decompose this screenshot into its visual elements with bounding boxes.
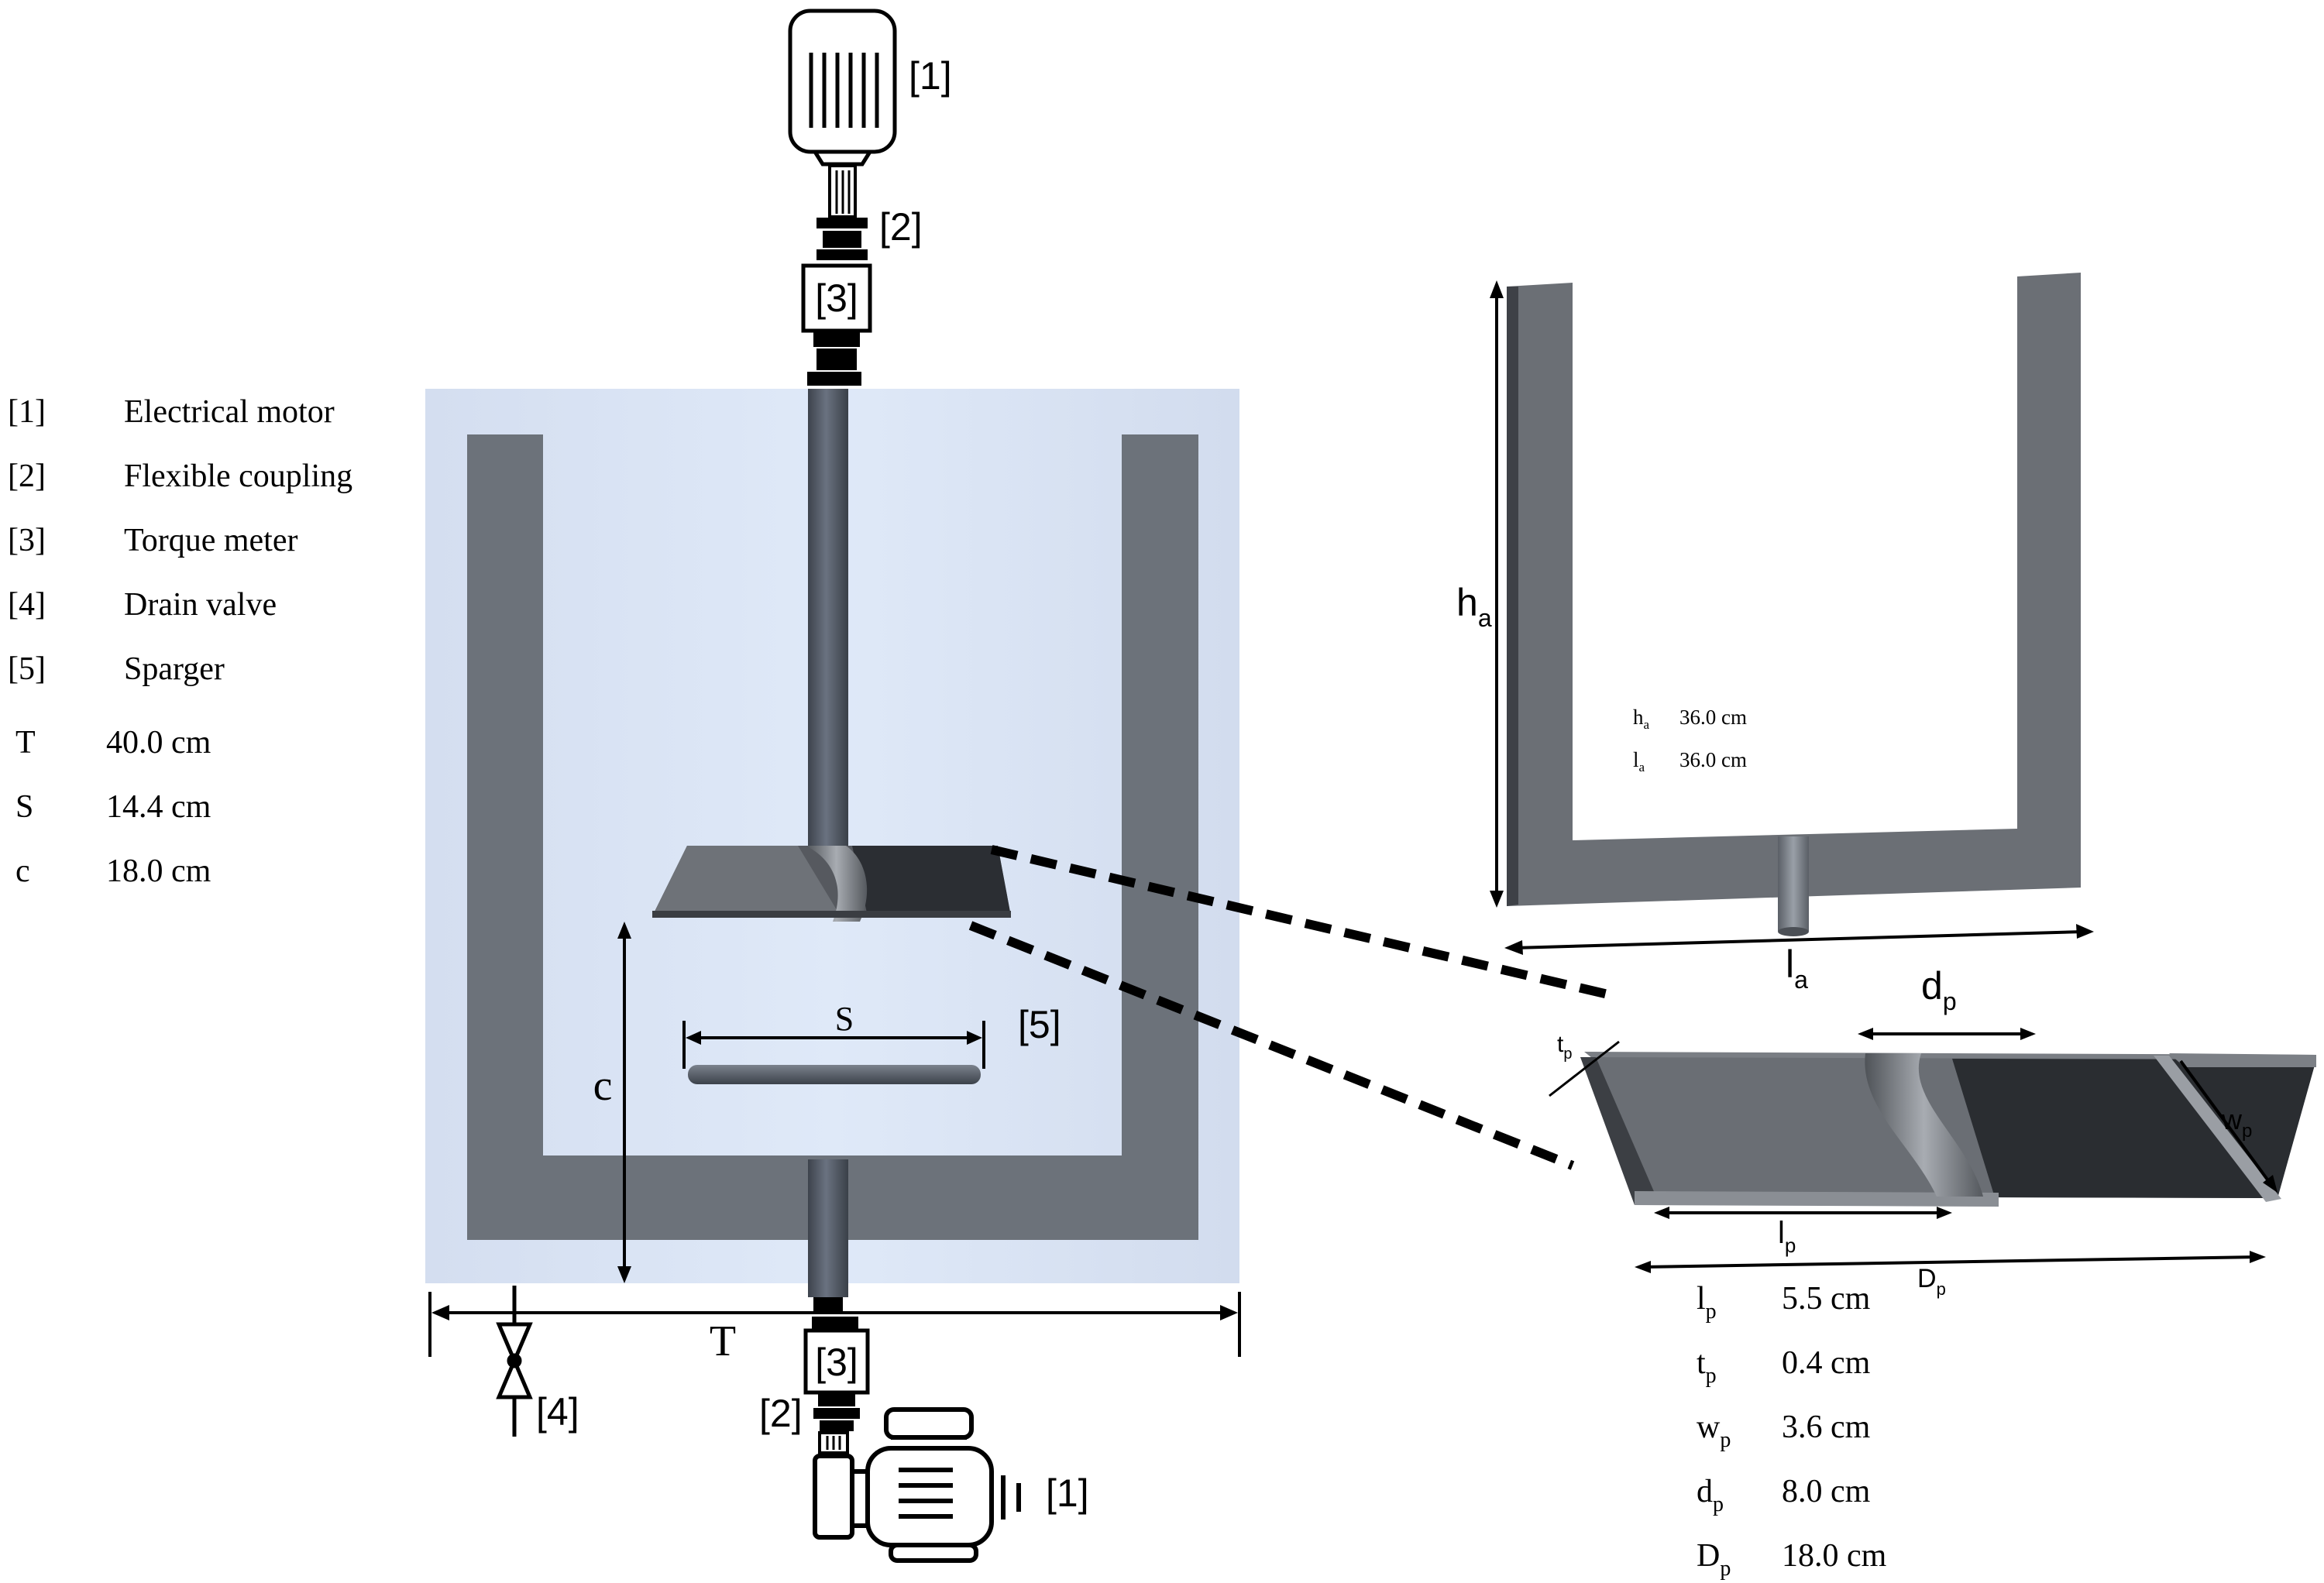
label-lp: lp bbox=[1778, 1216, 1796, 1257]
dim-val-c: 18.0 cm bbox=[106, 853, 211, 889]
label-ha: ha bbox=[1456, 581, 1492, 632]
u-baffle bbox=[467, 434, 1198, 1240]
tp-dimension-arrow bbox=[1549, 1040, 1620, 1097]
legend-tag-5: [5] bbox=[8, 651, 46, 687]
legend-tag-4: [4] bbox=[8, 587, 46, 623]
svg-text:ha: ha bbox=[1633, 706, 1650, 732]
svg-text:tp: tp bbox=[1697, 1345, 1717, 1388]
Dp-dimension-arrow bbox=[1635, 1251, 2266, 1273]
flexible-coupling-top-icon bbox=[816, 164, 868, 260]
svg-text:36.0 cm: 36.0 cm bbox=[1679, 748, 1747, 771]
dim-val-S: 14.4 cm bbox=[106, 789, 211, 825]
label-tp: tp bbox=[1557, 1032, 1572, 1063]
svg-text:Dp: Dp bbox=[1697, 1538, 1731, 1581]
baffle-detail bbox=[1507, 273, 2081, 936]
legend-text-2: Flexible coupling bbox=[124, 458, 352, 494]
legend-text-5: Sparger bbox=[124, 651, 225, 687]
label-motor-bottom: [1] bbox=[1046, 1471, 1089, 1515]
wp-dimension-arrow bbox=[2179, 1059, 2278, 1193]
label-c: c bbox=[593, 1062, 613, 1110]
svg-text:lp: lp bbox=[1697, 1281, 1717, 1324]
torque-meter-bottom-icon: [3] bbox=[803, 1317, 870, 1406]
dim-sym-S: S bbox=[15, 789, 33, 825]
T-dimension-arrow bbox=[428, 1292, 1241, 1357]
legend: [1] Electrical motor [2] Flexible coupli… bbox=[8, 394, 352, 889]
legend-tag-1: [1] bbox=[8, 394, 46, 430]
label-S: S bbox=[835, 1000, 854, 1038]
lower-shaft bbox=[808, 1159, 848, 1297]
zoom-lines bbox=[968, 845, 1613, 1170]
lp-dimension-arrow bbox=[1654, 1207, 1952, 1219]
sparger bbox=[688, 1065, 981, 1084]
label-sparger: [5] bbox=[1018, 1003, 1061, 1046]
upper-shaft bbox=[808, 389, 848, 846]
label-torque-top: [3] bbox=[815, 276, 858, 320]
dp-dimension-arrow bbox=[1858, 1028, 2036, 1040]
label-motor-top: [1] bbox=[909, 54, 952, 98]
drain-valve-icon bbox=[496, 1286, 533, 1437]
label-coupling-top: [2] bbox=[879, 205, 923, 249]
svg-text:0.4 cm: 0.4 cm bbox=[1782, 1345, 1871, 1381]
legend-text-3: Torque meter bbox=[124, 523, 297, 558]
svg-text:dp: dp bbox=[1697, 1474, 1724, 1516]
svg-text:3.6 cm: 3.6 cm bbox=[1782, 1410, 1871, 1445]
baffle-dims-table: ha 36.0 cm la 36.0 cm bbox=[1633, 706, 1747, 774]
label-la: la bbox=[1786, 943, 1808, 994]
legend-tag-3: [3] bbox=[8, 523, 46, 558]
impeller-dims-table: lp 5.5 cm tp 0.4 cm wp 3.6 cm dp 8.0 cm … bbox=[1697, 1281, 1887, 1581]
svg-text:18.0 cm: 18.0 cm bbox=[1782, 1538, 1887, 1574]
svg-text:5.5 cm: 5.5 cm bbox=[1782, 1281, 1871, 1317]
electrical-motor-top-icon bbox=[788, 9, 897, 167]
torque-meter-top-icon: [3] bbox=[801, 263, 872, 386]
label-Dp: Dp bbox=[1917, 1264, 1946, 1299]
dim-sym-c: c bbox=[15, 853, 30, 889]
label-torque-bottom: [3] bbox=[815, 1341, 858, 1384]
electrical-motor-bottom-icon bbox=[813, 1407, 1021, 1563]
label-wp: wp bbox=[2221, 1104, 2252, 1142]
legend-text-1: Electrical motor bbox=[124, 394, 335, 430]
label-dp: dp bbox=[1921, 964, 1957, 1015]
ha-dimension-arrow bbox=[1490, 280, 1504, 908]
impeller-detail bbox=[1580, 1052, 2316, 1207]
S-dimension-arrow bbox=[682, 1021, 985, 1069]
impeller bbox=[652, 846, 1011, 922]
flexible-coupling-bottom-icon bbox=[813, 1408, 860, 1454]
dim-sym-T: T bbox=[15, 725, 36, 761]
legend-text-4: Drain valve bbox=[124, 587, 277, 623]
label-coupling-bottom: [2] bbox=[759, 1392, 803, 1435]
c-dimension-arrow bbox=[617, 922, 631, 1283]
svg-text:8.0 cm: 8.0 cm bbox=[1782, 1474, 1871, 1509]
svg-text:la: la bbox=[1633, 748, 1645, 774]
svg-text:wp: wp bbox=[1697, 1410, 1731, 1452]
dim-val-T: 40.0 cm bbox=[106, 725, 211, 761]
svg-text:36.0 cm: 36.0 cm bbox=[1679, 706, 1747, 729]
label-valve: [4] bbox=[536, 1390, 579, 1434]
legend-tag-2: [2] bbox=[8, 458, 46, 494]
label-T: T bbox=[710, 1317, 736, 1365]
la-dimension-arrow bbox=[1504, 924, 2094, 955]
